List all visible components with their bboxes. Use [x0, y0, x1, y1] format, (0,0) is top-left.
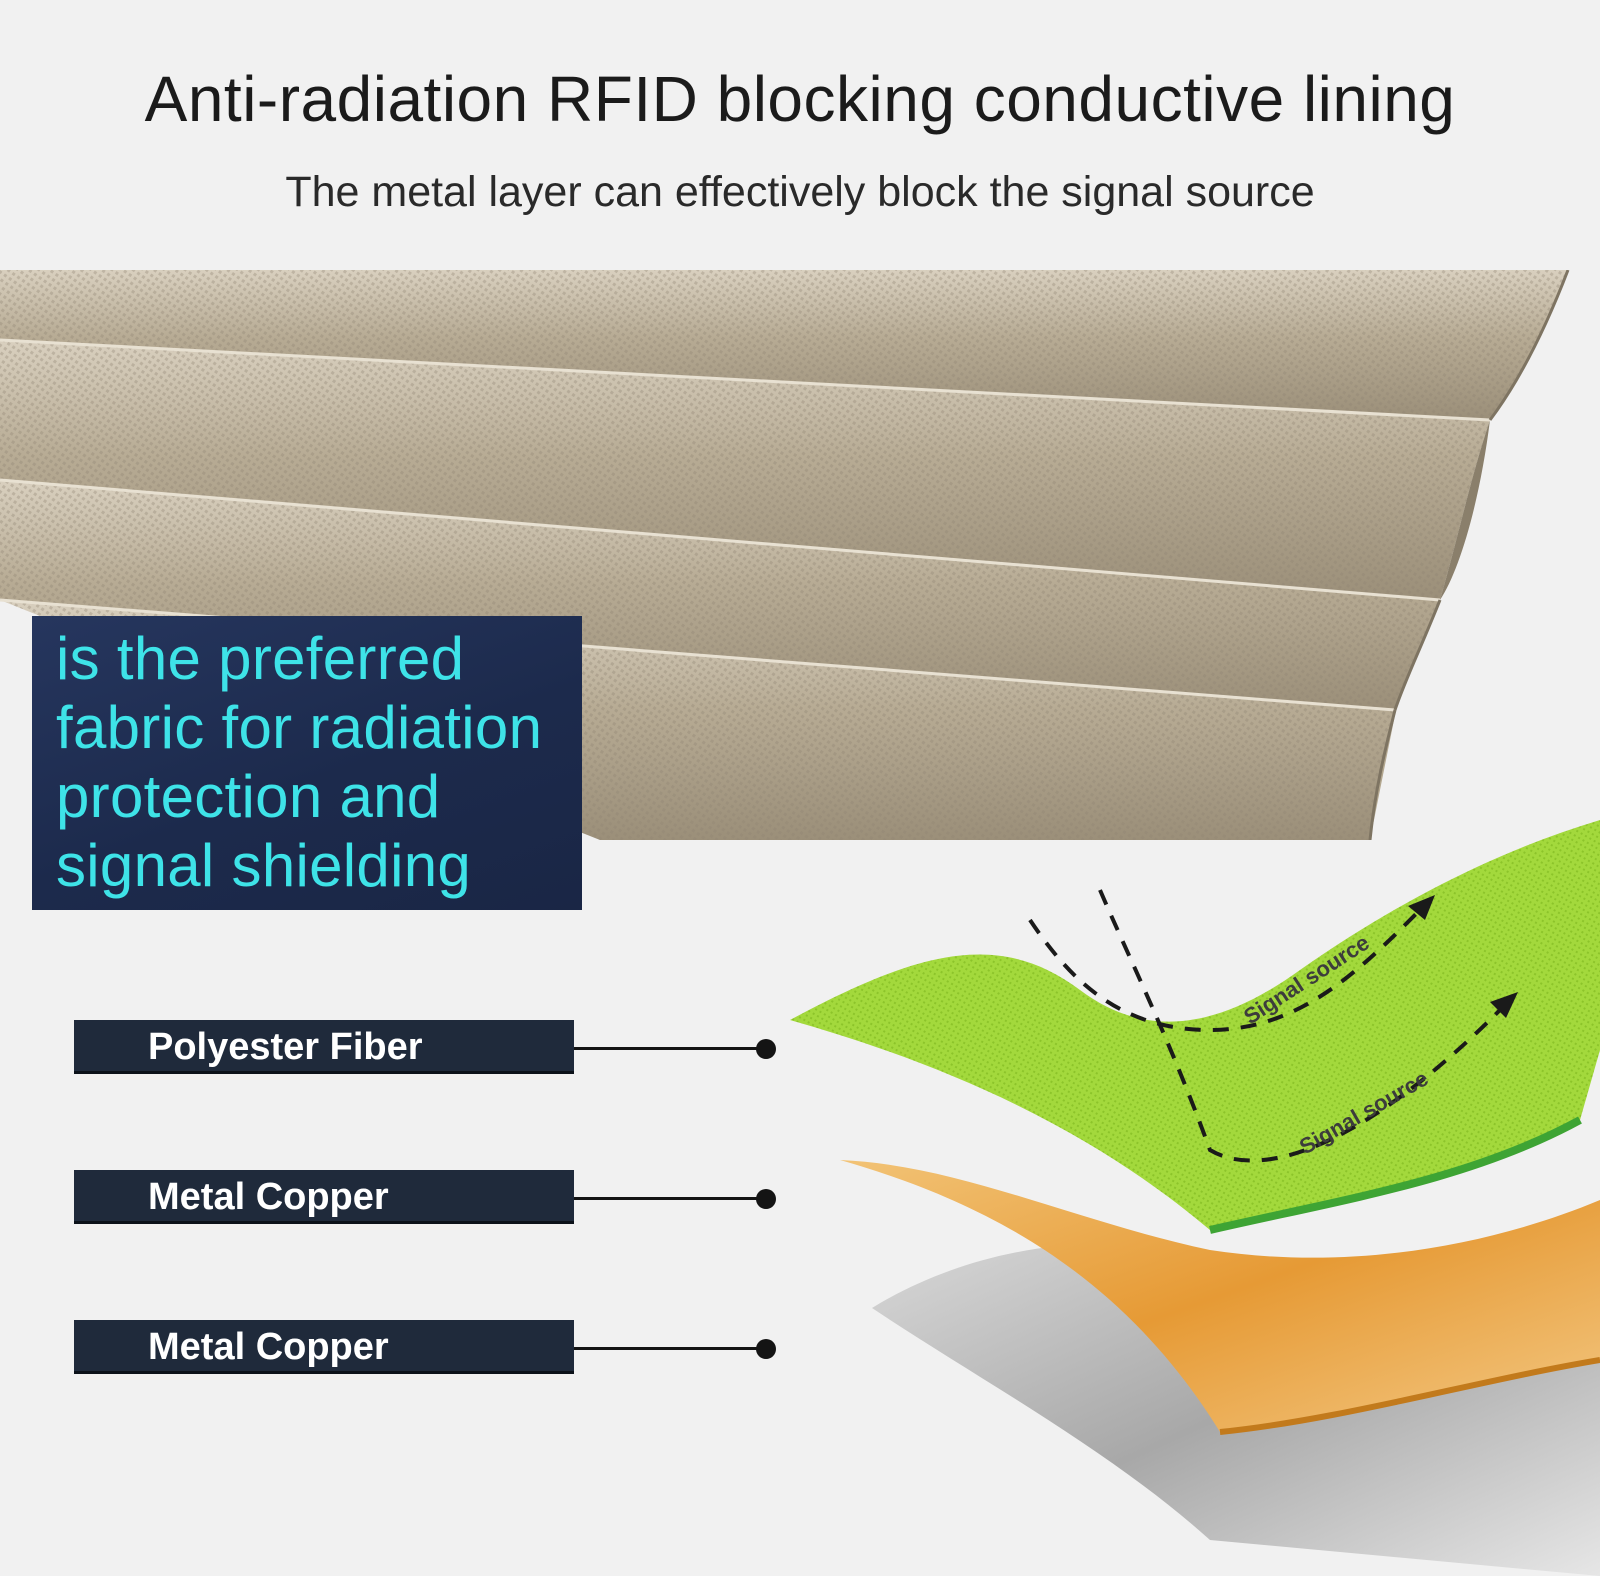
connector-dot [756, 1039, 776, 1059]
layer-label-polyester: Polyester Fiber [74, 1020, 794, 1074]
connector-dot [756, 1339, 776, 1359]
layer-label-box: Metal Copper [74, 1170, 574, 1224]
page-title: Anti-radiation RFID blocking conductive … [144, 63, 1456, 135]
connector-line [574, 1047, 764, 1050]
copper-layer [840, 1160, 1600, 1432]
promo-banner: is the preferred fabric for radiation pr… [32, 616, 582, 910]
layer-label-copper-2: Metal Copper [74, 1320, 794, 1374]
promo-text: is the preferred fabric for radiation pr… [56, 625, 543, 899]
connector-dot [756, 1189, 776, 1209]
fabric-roll-1 [0, 270, 1568, 420]
layer-label-box: Metal Copper [74, 1320, 574, 1374]
connector-line [574, 1197, 764, 1200]
fabric-roll-2 [0, 340, 1490, 600]
layer-diagram: Signal source Signal source [790, 820, 1600, 1576]
layer-label-box: Polyester Fiber [74, 1020, 574, 1074]
connector-line [574, 1347, 764, 1350]
page-subtitle: The metal layer can effectively block th… [285, 168, 1315, 216]
layer-label-copper-1: Metal Copper [74, 1170, 794, 1224]
polyester-layer [790, 820, 1600, 1230]
fabric-roll-3 [0, 480, 1440, 710]
